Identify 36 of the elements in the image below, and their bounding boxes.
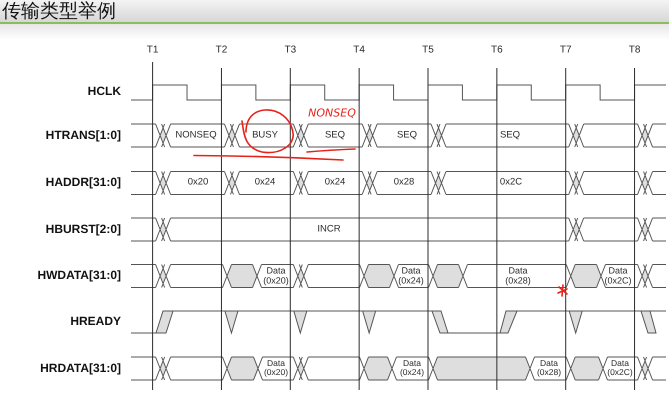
title: 传输类型举例 [2, 0, 116, 22]
signal-name: HREADY [70, 315, 121, 329]
clock-edge-label: T3 [284, 44, 296, 56]
bus-value: 0x2C [500, 178, 522, 188]
signal-name: HBURST[2:0] [46, 222, 121, 236]
data-value: Data (0x28) [536, 358, 562, 378]
clock-edge-label: T7 [560, 44, 572, 56]
bus-value: 0x24 [254, 178, 276, 188]
data-value: Data (0x2C) [604, 266, 632, 286]
signal-name: HADDR[31:0] [46, 176, 121, 190]
bus-value: NONSEQ [175, 130, 217, 141]
clock-edge-label: T8 [628, 44, 640, 56]
bus-value: 0x24 [324, 178, 346, 188]
signal-name: HTRANS[1:0] [46, 128, 121, 142]
signal-name: HCLK [88, 85, 121, 99]
data-value: Data (0x28) [505, 266, 531, 286]
bus-value: 0x20 [188, 178, 208, 188]
bus-value: BUSY [252, 130, 278, 141]
clock-edge-label: T4 [353, 44, 365, 56]
clock-edge-label: T5 [422, 44, 434, 56]
handwritten-note: NONSEQ [308, 108, 356, 120]
bus-value: SEQ [324, 130, 346, 141]
data-value: Data (0x20) [263, 266, 289, 286]
data-value: Data (0x20) [264, 358, 288, 378]
bus-value: SEQ [500, 130, 520, 141]
data-value: Data (0x24) [400, 358, 424, 378]
signal-name: HWDATA[31:0] [37, 269, 121, 283]
bus-value: INCR [317, 224, 341, 235]
clock-edge-label: T2 [216, 44, 228, 56]
bus-value: 0x28 [394, 178, 414, 188]
data-value: Data (0x2C) [607, 358, 633, 378]
clock-edge-label: T6 [491, 44, 503, 56]
signal-name: HRDATA[31:0] [40, 362, 121, 376]
bus-value: SEQ [396, 130, 418, 141]
clock-edge-label: T1 [146, 44, 158, 56]
data-value: Data (0x24) [398, 266, 424, 286]
